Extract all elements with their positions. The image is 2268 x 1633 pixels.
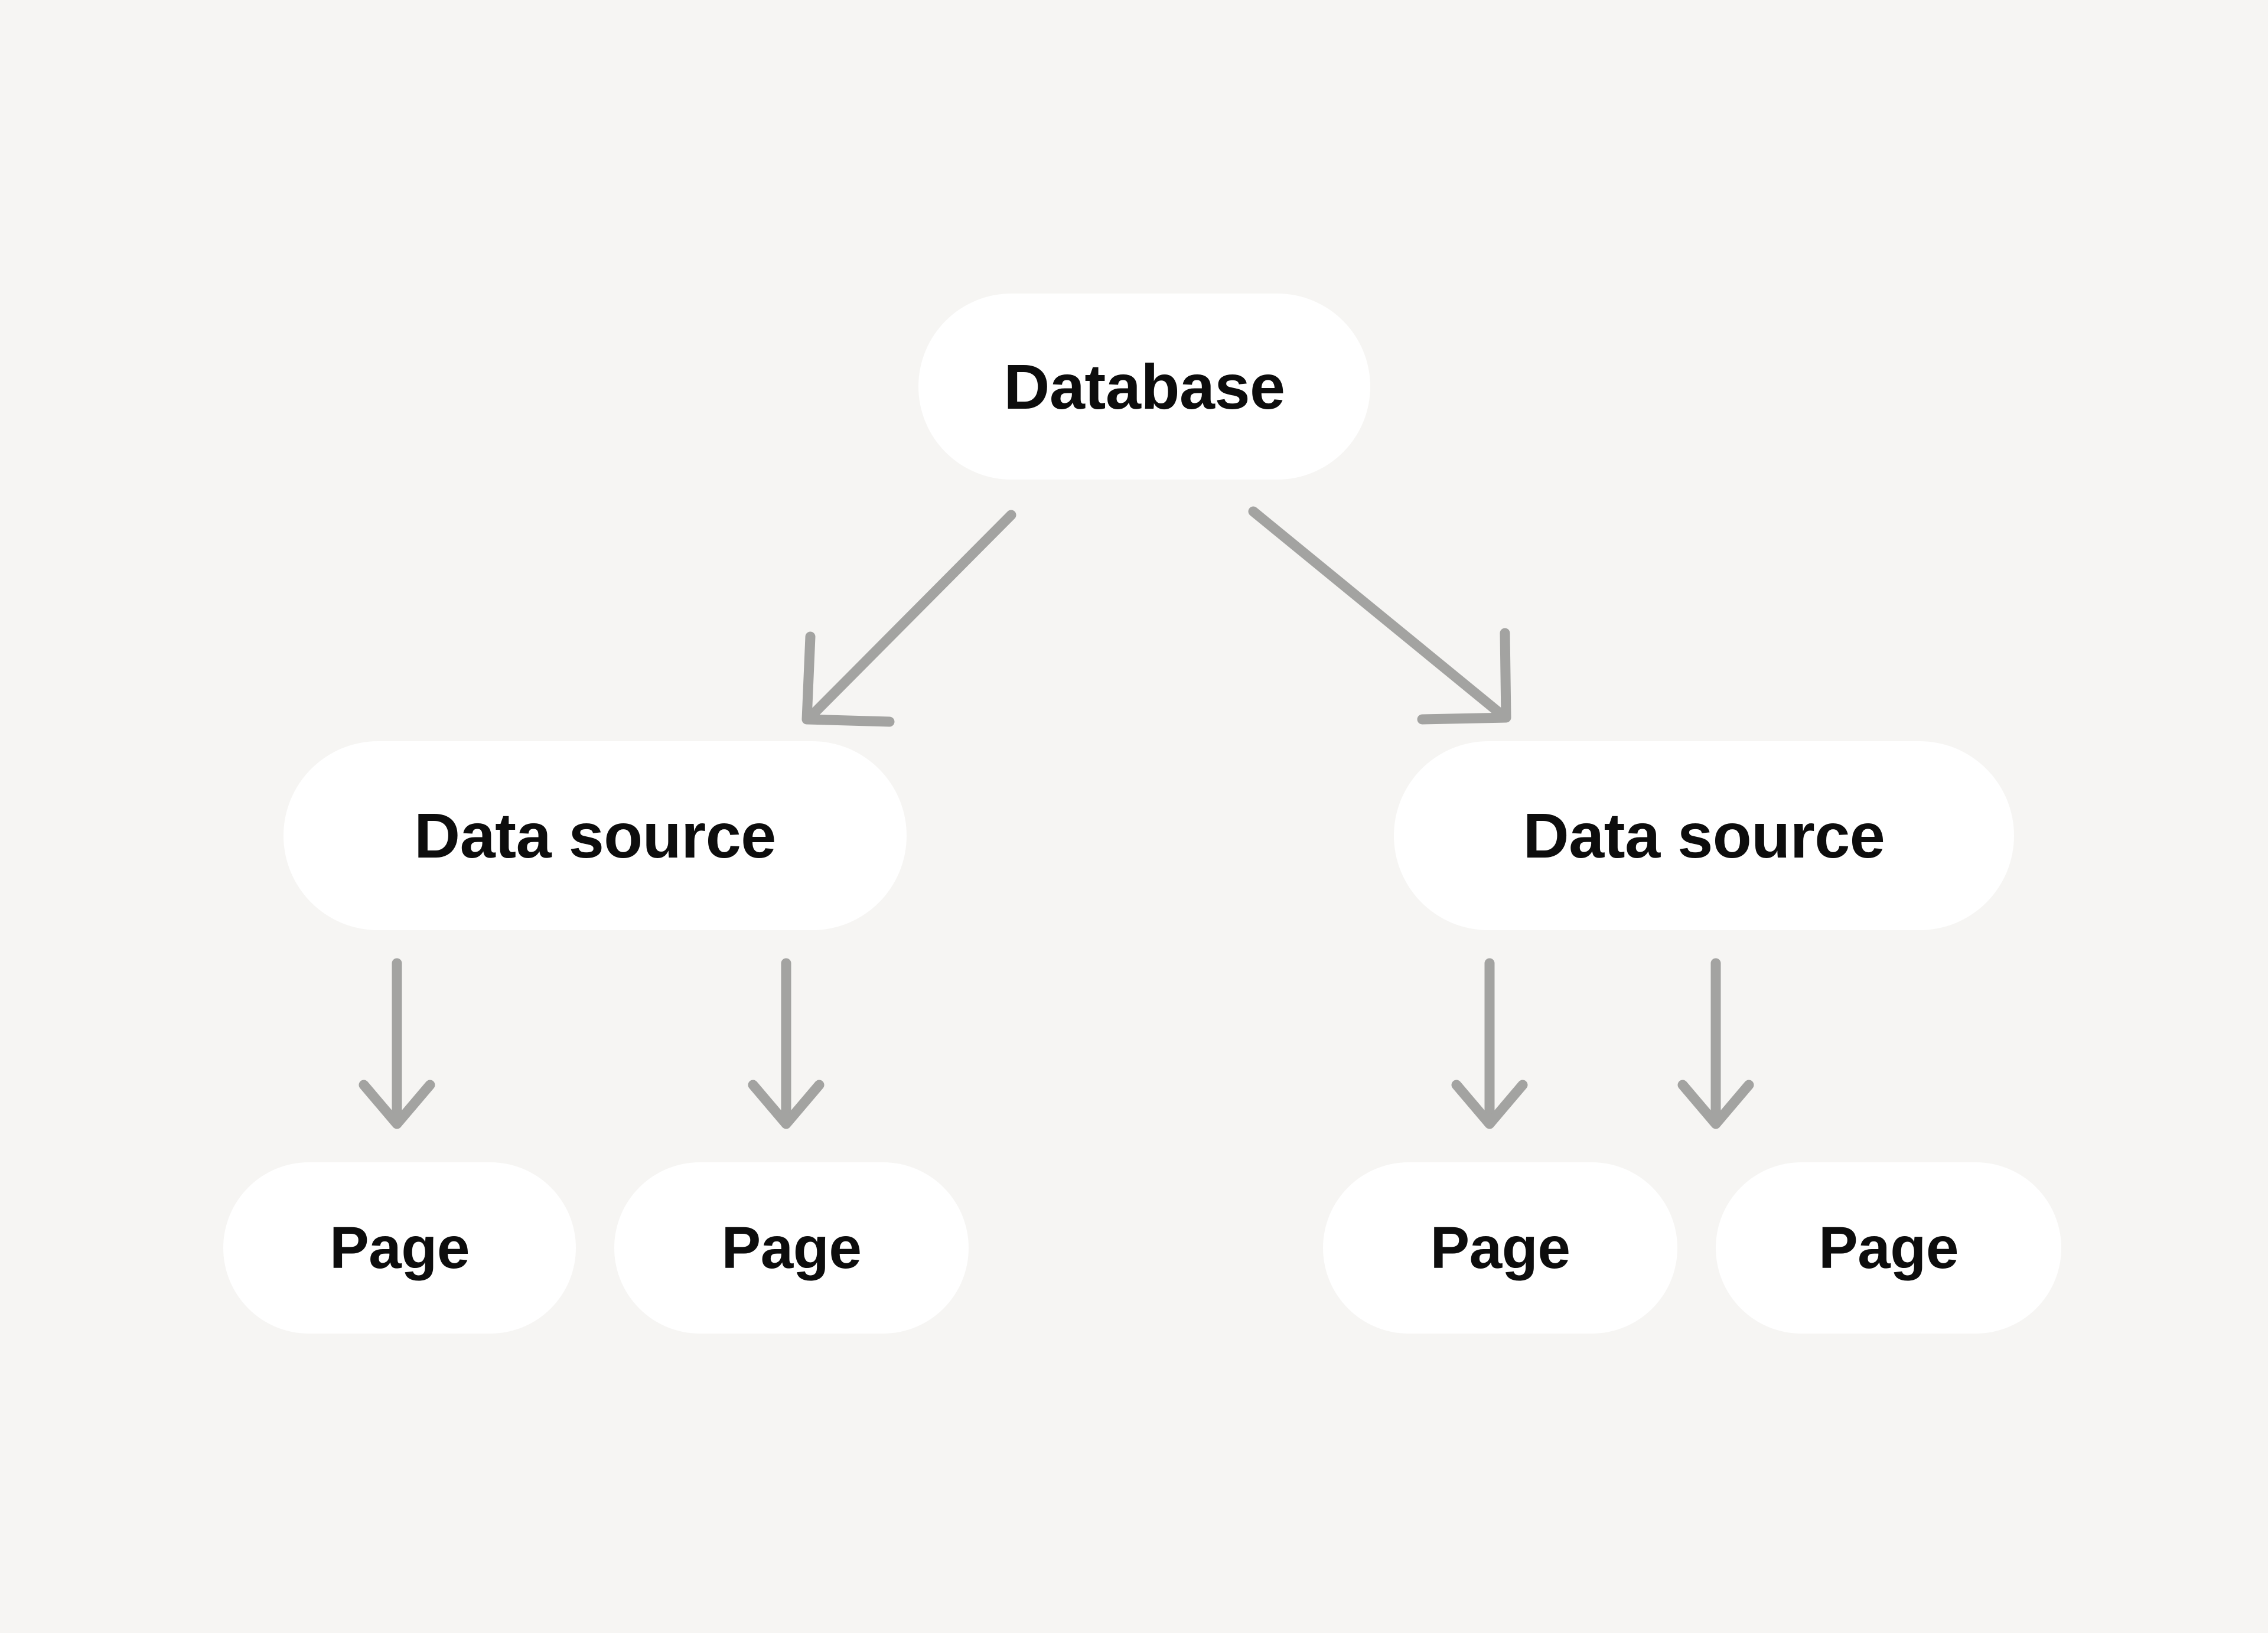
node-page-4[interactable]: Page bbox=[1716, 1162, 2061, 1334]
node-page-3-label: Page bbox=[1430, 1215, 1570, 1281]
node-page-4-label: Page bbox=[1818, 1215, 1959, 1281]
node-data-source-left-label: Data source bbox=[414, 800, 776, 871]
edge-datasource-right-to-page-4 bbox=[1677, 958, 1754, 1129]
node-database[interactable]: Database bbox=[918, 294, 1370, 480]
node-data-source-right-label: Data source bbox=[1523, 800, 1885, 871]
edge-database-to-datasource-right bbox=[1248, 506, 1511, 725]
node-page-2[interactable]: Page bbox=[614, 1162, 969, 1334]
edge-datasource-left-to-page-1 bbox=[359, 958, 435, 1129]
edge-datasource-right-to-page-3 bbox=[1451, 958, 1528, 1129]
node-page-1-label: Page bbox=[329, 1215, 470, 1281]
node-page-3[interactable]: Page bbox=[1323, 1162, 1677, 1334]
edge-datasource-left-to-page-2 bbox=[748, 958, 825, 1129]
node-database-label: Database bbox=[1003, 350, 1285, 422]
node-page-2-label: Page bbox=[721, 1215, 862, 1281]
node-data-source-right[interactable]: Data source bbox=[1394, 741, 2014, 930]
node-page-1[interactable]: Page bbox=[223, 1162, 576, 1334]
node-data-source-left[interactable]: Data source bbox=[284, 741, 907, 930]
edge-database-to-datasource-left bbox=[801, 510, 1016, 727]
